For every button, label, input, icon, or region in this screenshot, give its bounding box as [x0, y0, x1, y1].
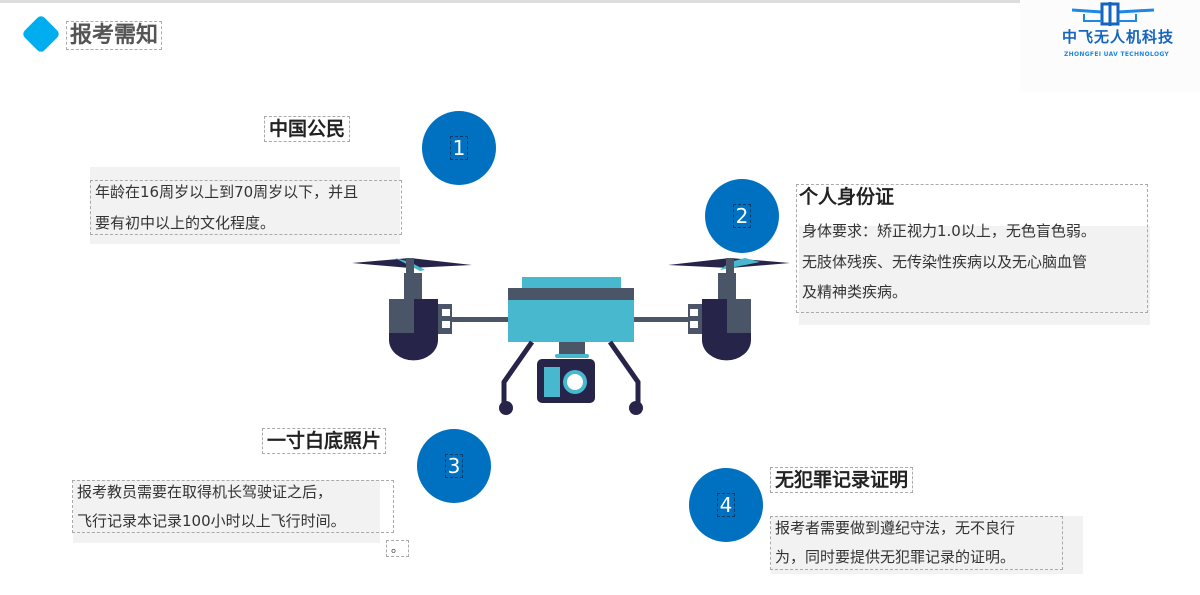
- logo-text-en: ZHONGFEI UAV TECHNOLOGY: [1064, 51, 1170, 58]
- item-1-text: 年龄在16周岁以上到70周岁以下，并且 要有初中以上的文化程度。: [90, 180, 402, 235]
- text-line: 要有初中以上的文化程度。: [95, 214, 276, 232]
- item-4-bg: [771, 516, 1083, 574]
- text-line: 身体要求：矫正视力1.0以上，无色盲色弱。: [802, 222, 1096, 240]
- text-line: 为，同时要提供无犯罪记录的证明。: [775, 548, 1016, 566]
- item-2-badge: 2: [705, 179, 779, 253]
- item-3-extra: 。: [386, 540, 409, 557]
- item-3-badge: 3: [417, 429, 491, 503]
- item-1-bg: [90, 167, 400, 244]
- item-4-number: 4: [716, 493, 736, 517]
- item-2-box: 个人身份证 身体要求：矫正视力1.0以上，无色盲色弱。 无肢体残疾、无传染性疾病…: [796, 184, 1148, 313]
- drone-logo-icon: [1071, 2, 1155, 26]
- top-border: [0, 0, 1200, 3]
- logo-text-cn: 中飞无人机科技: [1062, 28, 1175, 46]
- text-line: 及精神类疾病。: [802, 283, 908, 301]
- text-line: 无肢体残疾、无传染性疾病以及无心脑血管: [802, 253, 1088, 271]
- item-1-badge: 1: [422, 111, 496, 185]
- company-logo: 中飞无人机科技 ZHONGFEI UAV TECHNOLOGY: [1020, 0, 1200, 92]
- text-line: 报考教员需要在取得机长驾驶证之后，: [77, 483, 333, 501]
- item-2-title: 个人身份证: [799, 186, 895, 208]
- item-1-number: 1: [449, 136, 469, 160]
- item-4-badge: 4: [689, 468, 763, 542]
- item-3-text: 报考教员需要在取得机长驾驶证之后， 飞行记录本记录100小时以上飞行时间。: [72, 480, 394, 533]
- page-title: 报考需知: [66, 21, 163, 50]
- text-line: 报考者需要做到遵纪守法，无不良行: [775, 519, 1016, 537]
- item-4-title: 无犯罪记录证明: [770, 467, 914, 493]
- item-3-number: 3: [444, 454, 464, 478]
- text-line: 年龄在16周岁以上到70周岁以下，并且: [95, 183, 359, 201]
- item-3-title: 一寸白底照片: [262, 428, 387, 454]
- item-2-bg: [799, 226, 1150, 325]
- item-1-title: 中国公民: [264, 116, 351, 142]
- text-line: 飞行记录本记录100小时以上飞行时间。: [77, 512, 346, 530]
- item-2-number: 2: [732, 204, 752, 228]
- item-4-text: 报考者需要做到遵纪守法，无不良行 为，同时要提供无犯罪记录的证明。: [770, 516, 1063, 570]
